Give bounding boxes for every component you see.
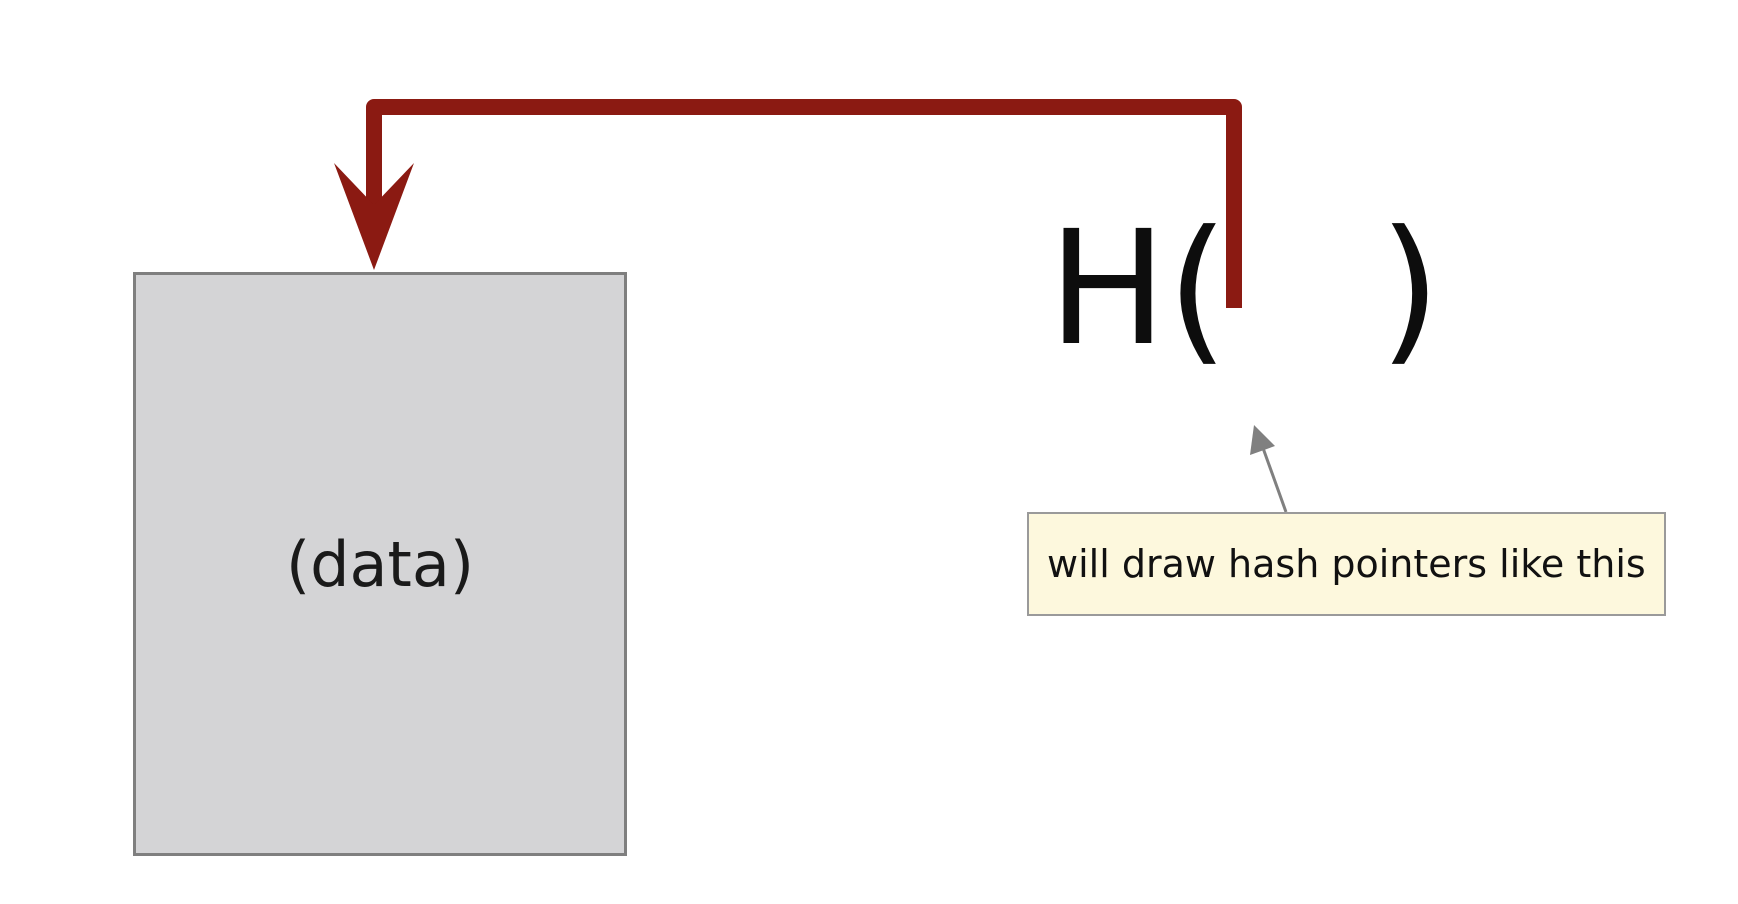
callout-pointer-line [1261, 447, 1288, 513]
hash-pointer-arrowhead [334, 163, 414, 270]
data-block: (data) [133, 272, 627, 856]
callout-note: will draw hash pointers like this [1027, 512, 1666, 616]
data-block-label: (data) [285, 527, 475, 601]
hash-function-label: H( ) [1048, 197, 1441, 381]
callout-pointer-arrowhead [1250, 425, 1275, 455]
callout-text: will draw hash pointers like this [1047, 542, 1646, 586]
